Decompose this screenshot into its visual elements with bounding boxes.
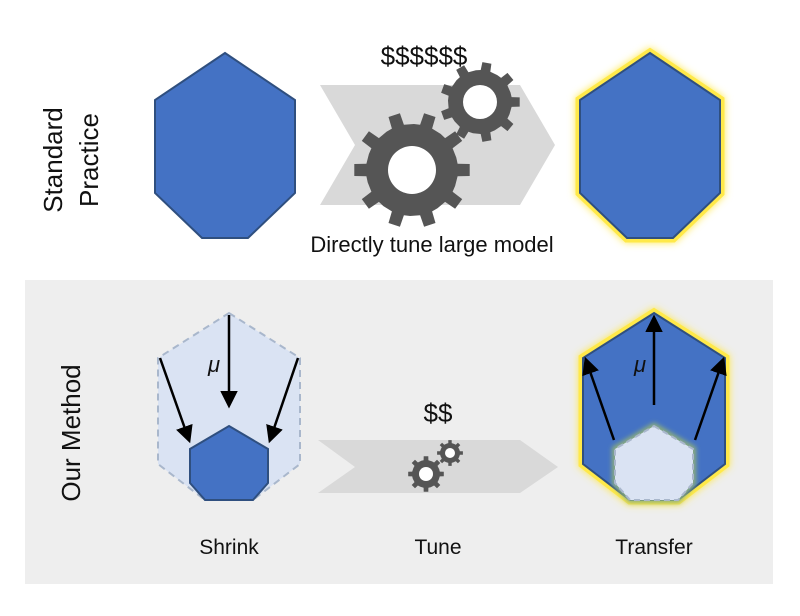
svg-text:Practice: Practice — [74, 113, 104, 207]
cost-label-top: $$$$$$ — [381, 41, 468, 71]
tuned-large-model-hexagon — [579, 51, 721, 239]
step-label-shrink: Shrink — [199, 536, 259, 559]
mu-label-shrink: μ — [207, 352, 220, 377]
step-label-tune: Tune — [414, 536, 461, 559]
mu-label-transfer: μ — [633, 352, 646, 377]
gear-icon — [441, 62, 520, 142]
gear-hole — [463, 85, 497, 119]
shrink-arrow-right — [266, 357, 300, 444]
gear-hole — [388, 146, 436, 194]
caption-directly-tune: Directly tune large model — [310, 232, 553, 257]
cost-label-bottom: $$ — [424, 398, 453, 428]
step-label-transfer: Transfer — [615, 536, 692, 559]
transfer-arrow-left — [582, 356, 616, 441]
shrink-arrow-left — [158, 357, 193, 444]
gear-icon — [437, 440, 463, 466]
row-label-standard-practice: Standard Practice — [38, 107, 104, 213]
chevron-arrow-bottom — [318, 440, 558, 493]
svg-text:Standard: Standard — [38, 107, 68, 213]
gear-icon — [354, 113, 470, 227]
gear-hole — [419, 467, 433, 481]
transfer-arrow-right — [693, 356, 727, 441]
small-model-hexagon — [189, 424, 269, 501]
large-model-hexagon — [154, 51, 296, 239]
tuned-small-model-hexagon — [614, 424, 694, 501]
gear-icon — [408, 456, 444, 492]
gear-hole — [445, 448, 455, 458]
row-label-our-method: Our Method — [56, 364, 86, 501]
